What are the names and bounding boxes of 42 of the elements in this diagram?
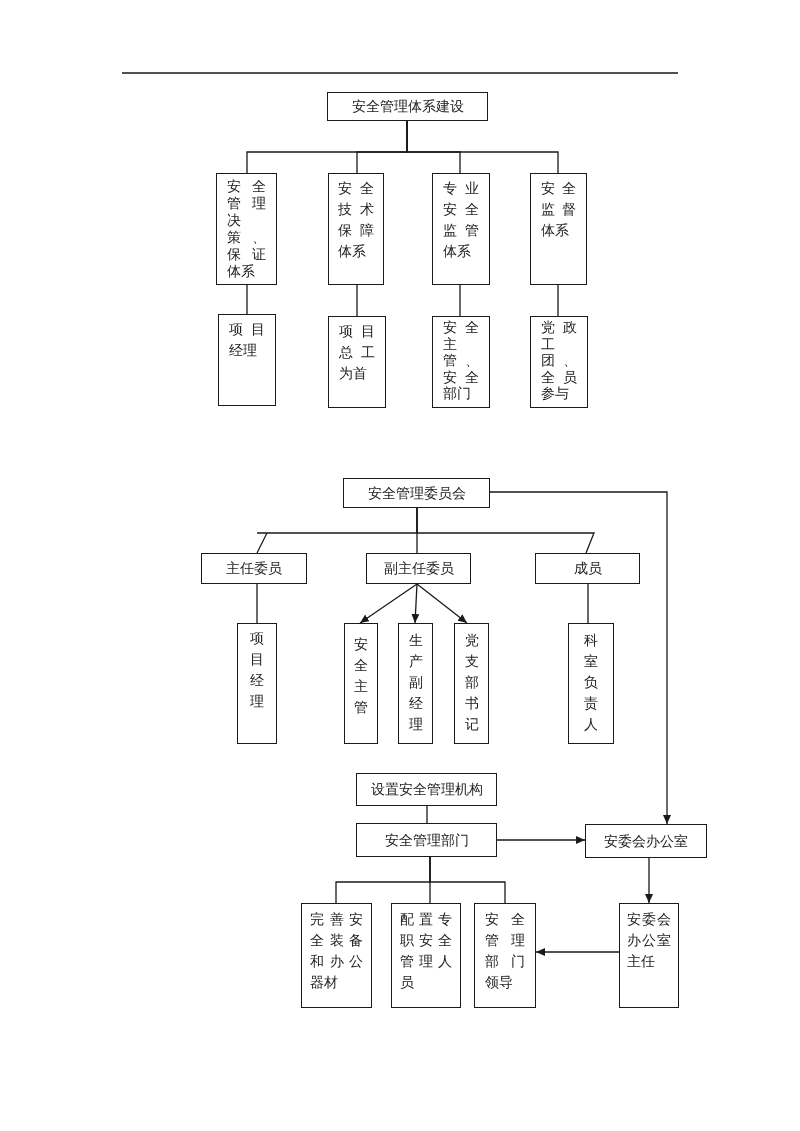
org-box: 项目总工为首 [328,316,386,408]
org-box: 安全管理决策、保证体系 [216,173,277,285]
arrow [416,583,468,624]
org-box: 党支部书记 [454,623,489,744]
org-box: 科室负责人 [568,623,614,744]
org-box: 安全管理委员会 [343,478,490,508]
org-box: 安全主管 [344,623,378,744]
connector-line [426,805,428,824]
org-box: 副主任委员 [366,553,471,584]
connector-line [459,284,461,317]
org-box: 安委会办公室主任 [619,903,679,1008]
connector-line [416,507,595,554]
org-box: 安全管理体系建设 [327,92,488,121]
connector-line [406,120,559,174]
org-box: 安全管理部门领导 [474,903,536,1008]
connector-line [557,284,559,317]
org-box: 主任委员 [201,553,307,584]
org-box: 安全监督体系 [530,173,587,285]
org-box: 设置安全管理机构 [356,773,497,806]
org-box: 专业安全监管体系 [432,173,490,285]
connector-line [356,284,358,317]
org-box: 项目经理 [218,314,276,406]
org-box: 成员 [535,553,640,584]
arrow [359,583,418,624]
org-box: 生产副经理 [398,623,433,744]
org-box: 安全管理部门 [356,823,497,857]
org-box: 配置专职安全管理人员 [391,903,461,1008]
org-box: 安全主管、安全部门 [432,316,490,408]
connector-line [256,583,258,624]
org-box: 项目经理 [237,623,277,744]
connector-line [429,856,506,904]
arrow [411,583,420,624]
arrow [489,491,671,825]
arrow [496,836,586,844]
org-box: 安全技术保障体系 [328,173,384,285]
arrow [645,857,653,904]
org-box: 安委会办公室 [585,824,707,858]
connector-line [246,284,248,315]
arrow [535,948,620,956]
org-box: 完善安全装备和办公器材 [301,903,372,1008]
connector-line [587,583,589,624]
org-box: 党政工团、全员参与 [530,316,588,408]
